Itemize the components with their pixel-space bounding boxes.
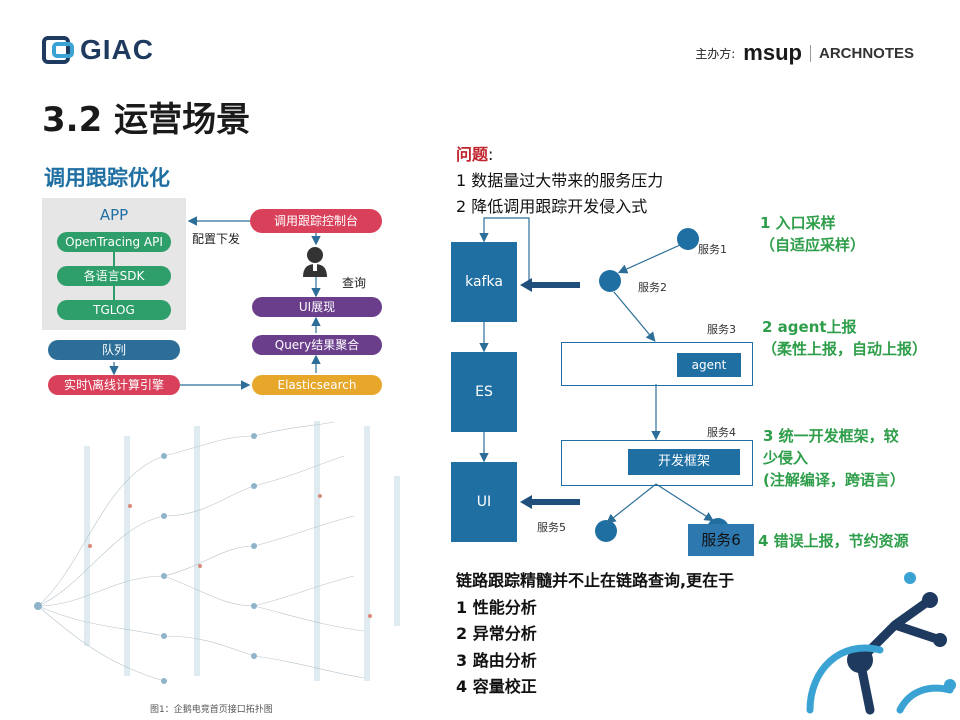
queue-pill: 队列: [48, 340, 180, 360]
ui-box: UI: [451, 462, 517, 542]
service1-label: 服务1: [698, 243, 727, 256]
note-3-line-3: (注解编译，跨语言）: [763, 471, 905, 489]
insight-item-2: 2 异常分析: [456, 624, 537, 643]
insight-item-1: 1 性能分析: [456, 597, 537, 617]
section-subtitle: 调用跟踪优化: [44, 166, 170, 190]
problem-label: 问题: [456, 145, 489, 164]
agent-box: agent: [677, 353, 741, 377]
insight-item-3: 3 路由分析: [456, 650, 537, 670]
msup-logo: msup: [743, 40, 802, 65]
service6-box: 服务6: [688, 524, 754, 556]
brand-text: GIAC: [80, 34, 154, 65]
service5-label: 服务5: [537, 521, 566, 534]
insight-item-4: 4 容量校正: [456, 677, 537, 696]
giac-logo-icon: [42, 36, 74, 64]
service5-node: [595, 520, 617, 542]
service2-node: [599, 270, 621, 292]
service2-label: 服务2: [638, 281, 667, 294]
query-label: 查询: [342, 276, 367, 290]
sponsor-label: 主办方:: [695, 46, 736, 61]
topology-caption: 图1：企鹅电竞首页接口拓扑图: [150, 705, 273, 715]
control-console-pill: 调用跟踪控制台: [250, 209, 382, 233]
topology-graph-image: [34, 421, 400, 684]
note-2-line-1: 2 agent上报: [762, 318, 857, 336]
note-1: 1 入口采样 （自适应采样）: [760, 212, 865, 256]
sponsor-bar: 主办方: msup ARCHNOTES: [695, 40, 914, 66]
insight-list: 链路跟踪精髓并不止在链路查询,更在于 1 性能分析 2 异常分析 3 路由分析 …: [456, 568, 734, 701]
query-agg-pill: Query结果聚合: [252, 335, 382, 355]
note-2: 2 agent上报 （柔性上报，自动上报）: [762, 316, 927, 360]
es-box: ES: [451, 352, 517, 432]
note-2-line-2: （柔性上报，自动上报）: [762, 340, 928, 358]
service3-label: 服务3: [707, 323, 736, 336]
archnotes-logo: ARCHNOTES: [809, 44, 914, 62]
right-diagram-connectors: [479, 217, 715, 524]
language-sdk-pill: 各语言SDK: [57, 266, 171, 286]
service4-label: 服务4: [707, 426, 736, 439]
note-3: 3 统一开发框架，较 少侵入 (注解编译，跨语言）: [763, 425, 905, 491]
note-4: 4 错误上报，节约资源: [758, 532, 909, 550]
service1-node: [677, 228, 699, 250]
problem-heading: 问题:: [456, 142, 663, 168]
insight-heading: 链路跟踪精髓并不止在链路查询,更在于: [456, 571, 735, 590]
ui-display-pill: UI展现: [252, 297, 382, 317]
tglog-pill: TGLOG: [57, 300, 171, 320]
problem-colon: :: [488, 145, 494, 164]
note-1-line-1: 1 入口采样: [760, 214, 836, 232]
giac-logo: GIAC: [42, 34, 154, 66]
note-3-line-1: 3 统一开发框架，较: [763, 427, 899, 445]
note-1-line-2: （自适应采样）: [760, 236, 866, 254]
framework-box: 开发框架: [628, 449, 740, 475]
note-3-line-2: 少侵入: [763, 449, 809, 467]
page-title: 3.2 运营场景: [42, 100, 251, 140]
app-label: APP: [99, 206, 129, 224]
elasticsearch-pill: Elasticsearch: [252, 375, 382, 395]
left-diagram-connectors: [109, 216, 321, 390]
problem-block: 问题: 1 数据量过大带来的服务压力 2 降低调用跟踪开发侵入式: [456, 142, 663, 220]
decorative-molecule-graphic: [806, 572, 956, 715]
user-icon: [300, 245, 330, 281]
problem-line-1: 1 数据量过大带来的服务压力: [456, 171, 664, 190]
engine-pill: 实时\离线计算引擎: [48, 375, 180, 395]
kafka-box: kafka: [451, 242, 517, 322]
opentracing-api-pill: OpenTracing API: [57, 232, 171, 252]
problem-line-2: 2 降低调用跟踪开发侵入式: [456, 197, 648, 216]
config-push-label: 配置下发: [192, 232, 241, 246]
